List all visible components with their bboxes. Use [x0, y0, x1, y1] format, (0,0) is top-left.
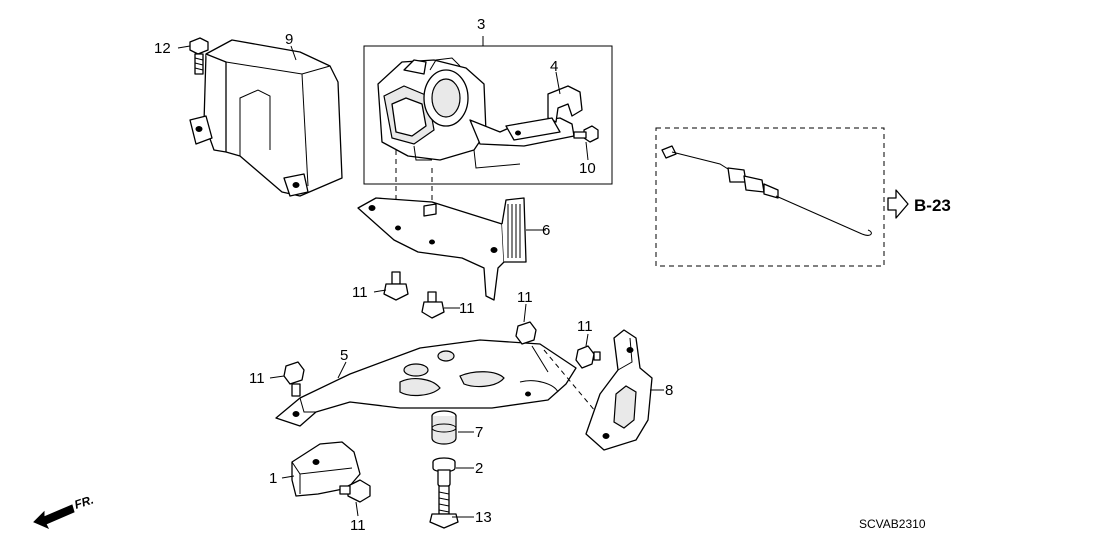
callout-11-d: 11	[577, 318, 593, 335]
part-11-bolt-f	[339, 479, 371, 503]
diagram-code: SCVAB2310	[859, 517, 926, 531]
callout-5: 5	[340, 347, 348, 364]
part-3-assembly-frame	[363, 36, 613, 185]
reference-arrow: B-23	[887, 189, 951, 219]
callout-11-b: 11	[459, 300, 475, 317]
callout-13: 13	[475, 509, 492, 526]
callout-3: 3	[477, 16, 485, 33]
callout-11-a: 11	[352, 284, 368, 301]
part-6-bracket	[357, 197, 527, 301]
part-10-bolt	[573, 125, 599, 161]
front-direction-indicator: FR.	[33, 493, 96, 529]
callout-12: 12	[154, 40, 171, 57]
part-11-bolt-a	[383, 271, 409, 301]
callout-11-e: 11	[249, 370, 265, 387]
part-12-bolt	[189, 37, 209, 75]
part-11-bolt-d	[515, 321, 549, 373]
part-5-plate	[275, 339, 577, 427]
callout-7: 7	[475, 424, 483, 441]
callout-6: 6	[542, 222, 550, 239]
callout-11-c: 11	[517, 289, 533, 306]
cable-assembly	[655, 127, 885, 267]
part-4-bracket	[505, 71, 583, 141]
leader-lines	[177, 45, 664, 518]
part-11-bolt-c	[283, 361, 305, 397]
part-8-bracket	[585, 329, 653, 451]
part-2-collar	[432, 457, 456, 488]
actuator	[377, 57, 575, 169]
part-1-bracket	[291, 441, 361, 497]
callout-2: 2	[475, 460, 483, 477]
reference-label: B-23	[914, 196, 951, 215]
part-11-bolt-e	[575, 345, 601, 369]
callout-9: 9	[285, 31, 293, 48]
callout-10: 10	[579, 160, 596, 177]
callout-4: 4	[550, 58, 558, 75]
part-13-bolt	[429, 485, 459, 529]
part-9-cover	[189, 39, 343, 197]
callout-1: 1	[269, 470, 277, 487]
part-11-bolt-b	[421, 291, 445, 319]
part-7-mount	[431, 410, 457, 445]
front-label: FR.	[73, 493, 96, 512]
callout-11-f: 11	[350, 517, 366, 534]
callout-8: 8	[665, 382, 673, 399]
